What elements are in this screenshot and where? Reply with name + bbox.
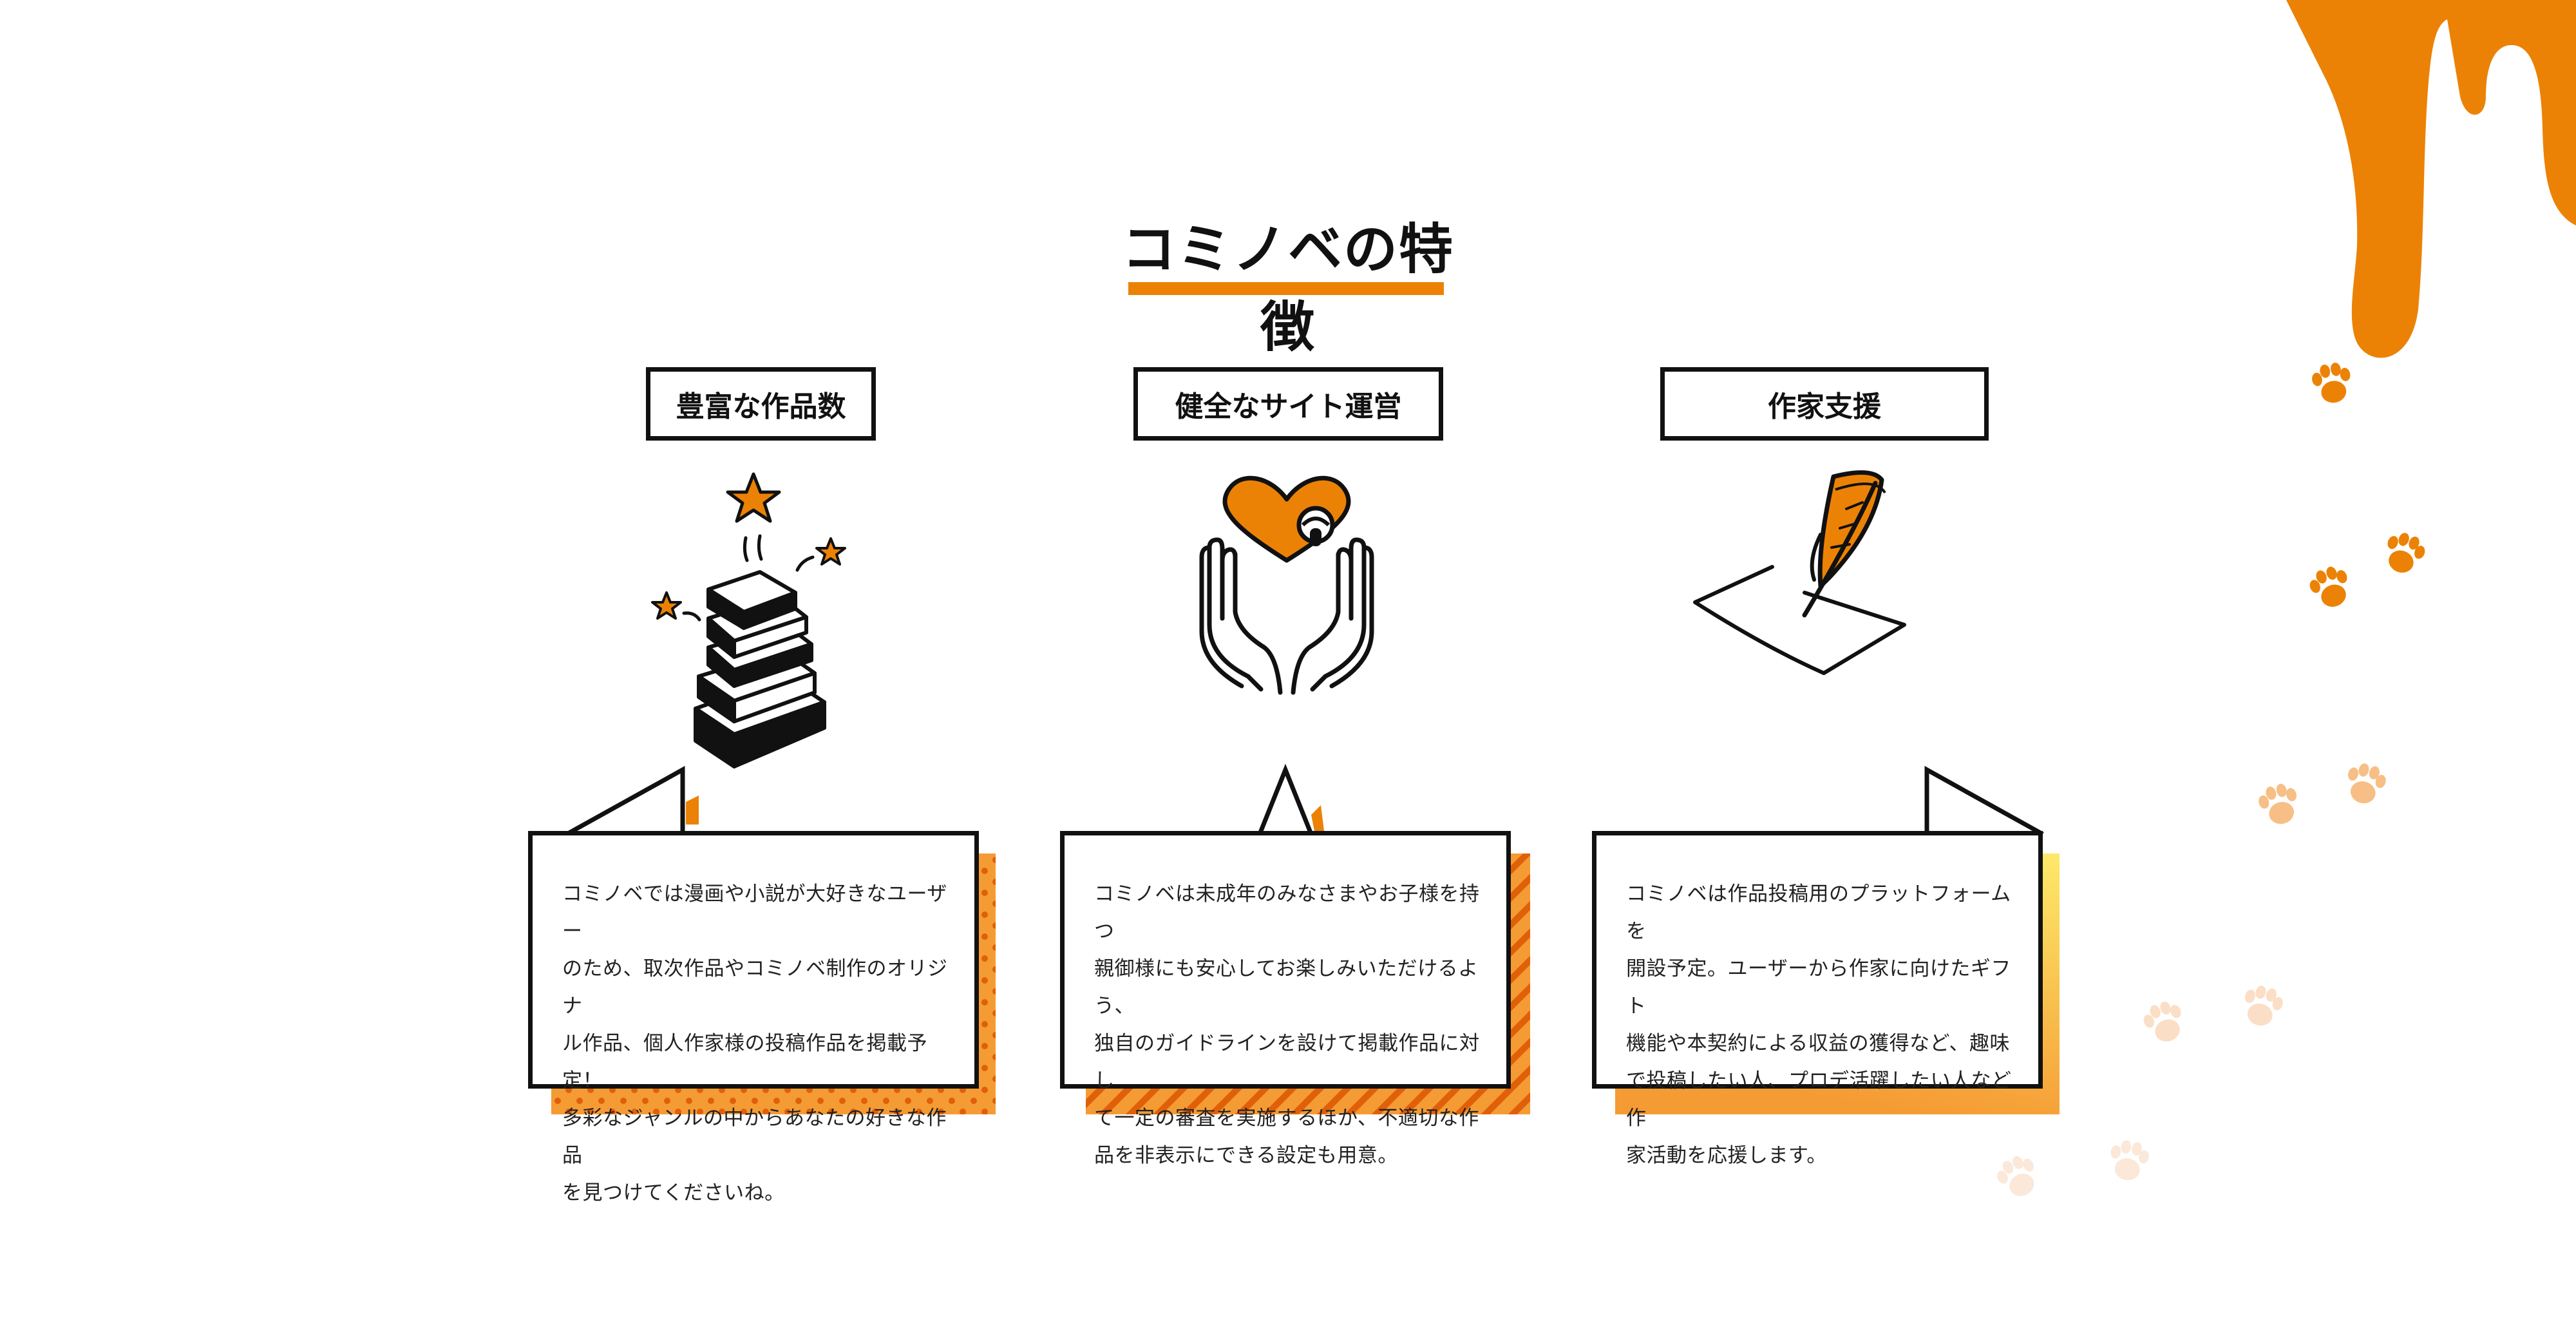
feature-label-works: 豊富な作品数 bbox=[646, 367, 876, 441]
feature-label-safe: 健全なサイト運営 bbox=[1133, 367, 1443, 441]
bubble-tail bbox=[1257, 763, 1324, 835]
feature-card-works: 豊富な作品数 bbox=[528, 367, 996, 1205]
bubble-tail bbox=[565, 766, 699, 837]
feature-description-works: コミノベでは漫画や小説が大好きなユーザー のため、取次作品やコミノベ制作のオリジ… bbox=[562, 882, 948, 1205]
feature-card-support: 作家支援 コミノベは作品投稿用のプラットフォームを 開設予定。ユーザーから作家に… bbox=[1592, 367, 2060, 1167]
feature-bubble-safe: コミノベは未成年のみなさまやお子様を持つ 親御様にも安心してお楽しみいただけるよ… bbox=[1060, 831, 1511, 1167]
title-underline bbox=[1128, 282, 1444, 295]
paint-drip-decoration bbox=[2286, 0, 2576, 358]
feature-bubble-works: コミノベでは漫画や小説が大好きなユーザー のため、取次作品やコミノベ制作のオリジ… bbox=[528, 831, 979, 1205]
feature-bubble-support: コミノベは作品投稿用のプラットフォームを 開設予定。ユーザーから作家に向けたギフ… bbox=[1592, 831, 2043, 1167]
bubble-tail bbox=[1924, 766, 2044, 837]
book-stack-icon bbox=[651, 472, 846, 768]
page-title: コミノベの特徴 bbox=[1121, 218, 1454, 359]
feature-label-support: 作家支援 bbox=[1660, 367, 1989, 441]
feature-description-safe: コミノベは未成年のみなさまやお子様を持つ 親御様にも安心してお楽しみいただけるよ… bbox=[1094, 882, 1480, 1167]
feature-description-support: コミノベは作品投稿用のプラットフォームを 開設予定。ユーザーから作家に向けたギフ… bbox=[1626, 882, 2012, 1167]
feature-card-safe: 健全なサイト運営 コミノベは未成年のみなさまやお子様を bbox=[1060, 367, 1530, 1167]
hands-heart-icon bbox=[1199, 475, 1374, 695]
quill-paper-icon bbox=[1693, 470, 1906, 675]
